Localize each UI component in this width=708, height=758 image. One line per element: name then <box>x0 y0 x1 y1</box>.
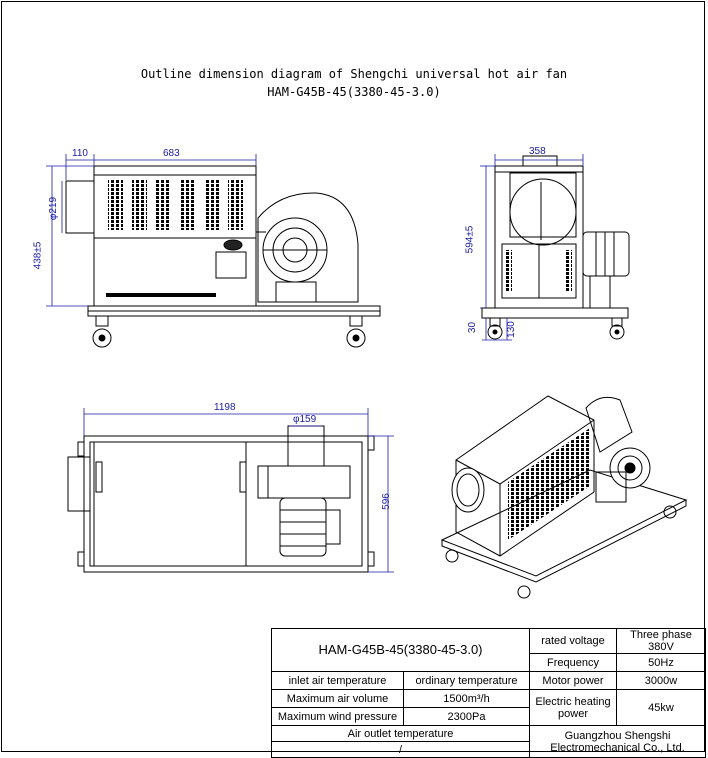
wind-pressure-value: 2300Pa <box>403 707 530 726</box>
dim-side-width: 358 <box>529 146 546 157</box>
top-frame <box>83 435 369 573</box>
dim-front-inlet-diameter: φ219 <box>48 196 60 221</box>
diagram-title: Outline dimension diagram of Shengchi un… <box>140 67 568 81</box>
top-outlet <box>287 425 325 467</box>
inlet-temp-value: ordinary temperature <box>403 671 530 690</box>
heating-power-label: Electric heating power <box>529 689 617 726</box>
front-casters <box>92 315 366 348</box>
dim-front-length: 683 <box>163 148 180 159</box>
junction-box <box>215 251 247 279</box>
voltage-label: rated voltage <box>529 628 617 654</box>
top-view <box>67 425 375 573</box>
side-base-frame <box>481 307 629 319</box>
air-volume-label: Maximum air volume <box>271 689 404 708</box>
frequency-value: 50Hz <box>616 653 706 672</box>
top-motor <box>279 497 327 557</box>
dim-top-width: 596 <box>380 493 392 510</box>
side-view <box>481 155 630 340</box>
front-dimension-lines <box>46 154 257 307</box>
spec-model: HAM-G45B-45(3380-45-3.0) <box>271 628 530 672</box>
spec-table: HAM-G45B-45(3380-45-3.0) rated voltage T… <box>271 628 706 758</box>
dim-front-inlet: 110 <box>72 148 88 159</box>
dim-top-length: 1198 <box>214 402 236 413</box>
dim-side-height: 594±5 <box>464 225 476 254</box>
dim-top-outlet-diameter: φ159 <box>293 414 317 425</box>
air-volume-value: 1500m³/h <box>403 689 530 708</box>
top-heater-box <box>93 441 247 567</box>
top-inlet-tube <box>67 456 91 512</box>
wind-pressure-label: Maximum wind pressure <box>271 707 404 726</box>
isometric-view <box>440 395 688 599</box>
motor-power-label: Motor power <box>529 671 617 690</box>
side-casters <box>487 317 625 340</box>
front-louvers <box>108 180 243 230</box>
iso-blower <box>585 396 633 453</box>
front-inlet-tube <box>65 180 95 234</box>
frequency-label: Frequency <box>529 653 617 672</box>
outlet-temp-value: / <box>271 741 530 758</box>
dim-side-base: 30 <box>467 321 479 334</box>
top-dimension-lines <box>83 408 394 573</box>
top-blower <box>257 465 351 499</box>
motor-power-value: 3000w <box>616 671 706 690</box>
dim-front-height: 438±5 <box>32 241 44 270</box>
side-handle <box>522 155 558 167</box>
iso-heater-box <box>455 395 595 557</box>
side-outlet <box>509 178 577 246</box>
voltage-value: Three phase 380V <box>616 628 706 654</box>
side-motor <box>582 231 630 277</box>
dim-side-wheel: 130 <box>505 321 517 338</box>
outlet-temp-label: Air outlet temperature <box>271 725 530 742</box>
model-subtitle: HAM-G45B-45(3380-45-3.0) <box>267 85 441 99</box>
company-name: Guangzhou Shengshi Electromechanical Co.… <box>529 725 706 758</box>
front-view <box>65 165 381 348</box>
side-dimension-lines <box>480 154 584 341</box>
heating-power-value: 45kw <box>616 689 706 726</box>
inlet-temp-label: inlet air temperature <box>271 671 404 690</box>
front-blower-housing <box>257 192 359 303</box>
